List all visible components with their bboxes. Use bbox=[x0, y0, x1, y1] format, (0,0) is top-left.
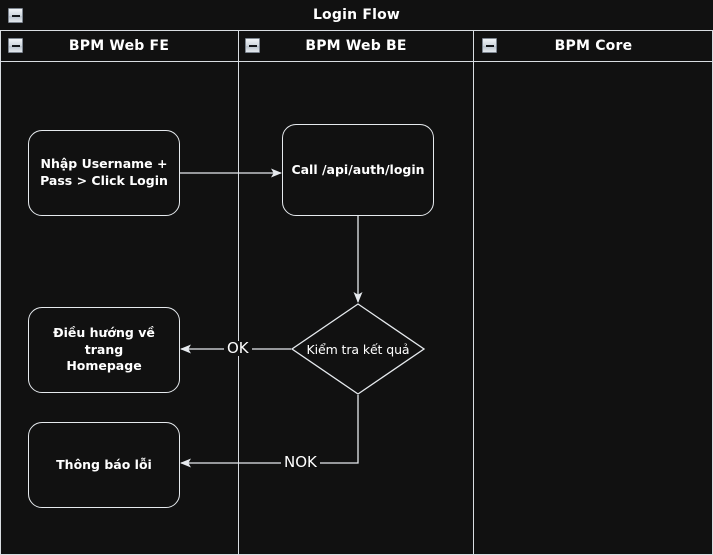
minus-glyph bbox=[248, 44, 257, 47]
decision-node-check-result[interactable]: Kiểm tra kết quả bbox=[291, 303, 425, 395]
task-node-call-login-api[interactable]: Call /api/auth/login bbox=[282, 124, 434, 216]
lane-label-bpm-core: BPM Core bbox=[554, 38, 633, 54]
task-label-input-credentials: Nhập Username + Pass > Click Login bbox=[40, 156, 168, 188]
minus-glyph bbox=[485, 44, 494, 47]
lane-header-row: BPM Web FE BPM Web BE BPM Core bbox=[0, 31, 713, 62]
lane-header-bpm-web-be[interactable]: BPM Web BE bbox=[238, 31, 473, 61]
minus-glyph bbox=[11, 44, 20, 47]
minus-box-icon-lane-bpm-core[interactable] bbox=[482, 38, 497, 53]
minus-glyph bbox=[11, 14, 20, 17]
lane-header-bpm-core[interactable]: BPM Core bbox=[473, 31, 713, 61]
diamond-shape bbox=[291, 303, 425, 395]
task-node-redirect-homepage[interactable]: Điều hướng về trang Homepage bbox=[28, 307, 180, 393]
lane-divider-fe-be bbox=[238, 62, 239, 554]
pool-title-bar: Login Flow bbox=[0, 0, 713, 31]
task-node-input-credentials[interactable]: Nhập Username + Pass > Click Login bbox=[28, 130, 180, 216]
task-node-show-error[interactable]: Thông báo lỗi bbox=[28, 422, 180, 508]
decision-label-check-result: Kiểm tra kết quả bbox=[306, 341, 410, 357]
task-label-redirect-homepage: Điều hướng về trang Homepage bbox=[53, 324, 155, 374]
edge-label-ok: OK bbox=[224, 341, 252, 356]
pool-title-text: Login Flow bbox=[312, 7, 401, 23]
lane-divider-be-core bbox=[473, 62, 474, 554]
minus-box-icon-pool[interactable] bbox=[8, 8, 23, 23]
minus-box-icon-lane-bpm-web-fe[interactable] bbox=[8, 38, 23, 53]
task-label-call-login-api: Call /api/auth/login bbox=[291, 161, 425, 177]
lane-header-bpm-web-fe[interactable]: BPM Web FE bbox=[0, 31, 238, 61]
lane-label-bpm-web-be: BPM Web BE bbox=[305, 38, 407, 54]
lane-label-bpm-web-fe: BPM Web FE bbox=[68, 38, 170, 54]
task-label-show-error: Thông báo lỗi bbox=[56, 456, 152, 472]
edge-label-nok: NOK bbox=[281, 455, 320, 470]
minus-box-icon-lane-bpm-web-be[interactable] bbox=[245, 38, 260, 53]
